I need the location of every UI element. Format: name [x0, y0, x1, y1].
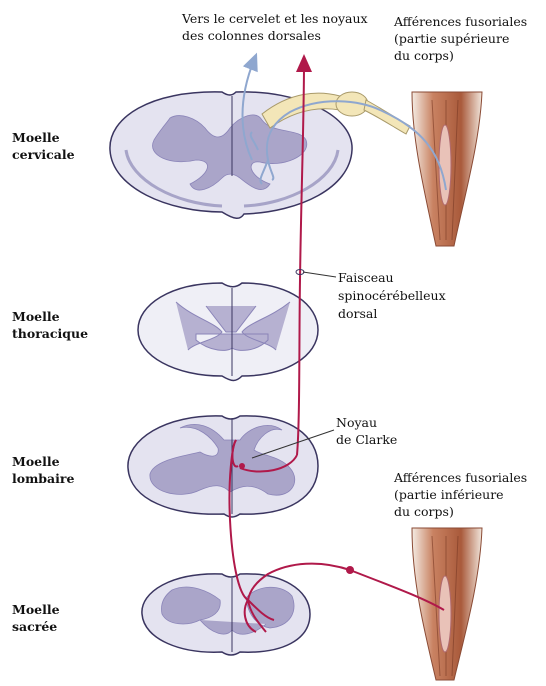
cervical-label: Moelle cervicale	[12, 130, 75, 162]
top-destination-label: Vers le cervelet et les noyaux des colon…	[181, 11, 372, 43]
sacral-label: Moelle sacrée	[12, 602, 64, 634]
thoracic-cord-section	[138, 283, 318, 381]
upper-muscle-spindle	[412, 92, 482, 246]
sacral-cord-section	[142, 574, 310, 655]
upper-afferents-label: Afférences fusoriales (partie supérieure…	[393, 14, 531, 63]
lumbar-cord-section	[128, 416, 318, 517]
cervical-cord-section	[110, 92, 352, 218]
lower-muscle-spindle	[412, 528, 482, 680]
clarke-nucleus-label: Noyau de Clarke	[336, 415, 397, 447]
lower-afferents-label: Afférences fusoriales (partie inférieure…	[393, 470, 531, 519]
lumbar-label: Moelle lombaire	[12, 454, 74, 486]
tract-label-pointer	[303, 272, 336, 277]
tract-label: Faisceau spinocérébelleux dorsal	[338, 270, 450, 321]
thoracic-label: Moelle thoracique	[12, 309, 88, 341]
